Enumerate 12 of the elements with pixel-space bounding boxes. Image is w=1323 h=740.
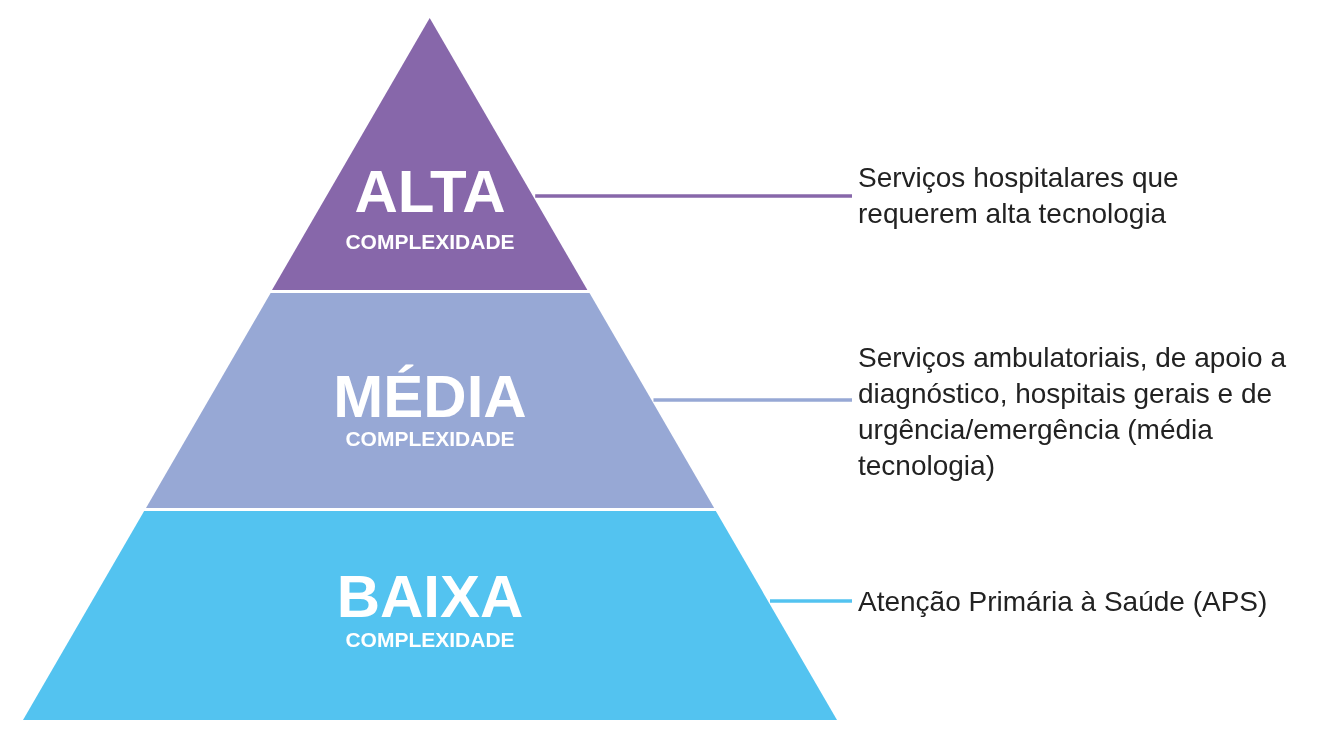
level-subtitle: COMPLEXIDADE	[344, 628, 516, 652]
leader-line	[770, 599, 852, 603]
description-text: Serviços ambulatoriais, de apoio a diagnóstico, hospitais gerais e de urgência/emergência (média tecnologia)	[858, 340, 1298, 484]
leader-line	[535, 194, 852, 198]
level-subtitle: COMPLEXIDADE	[344, 230, 516, 254]
level-title: ALTA	[353, 160, 507, 224]
level-title: BAIXA	[335, 565, 525, 629]
level-title: MÉDIA	[332, 365, 528, 429]
level-subtitle: COMPLEXIDADE	[344, 427, 516, 451]
description-text: Serviços hospitalares que requerem alta tecnologia	[858, 160, 1298, 232]
description-text: Atenção Primária à Saúde (APS)	[858, 584, 1298, 620]
leader-line	[653, 398, 852, 402]
